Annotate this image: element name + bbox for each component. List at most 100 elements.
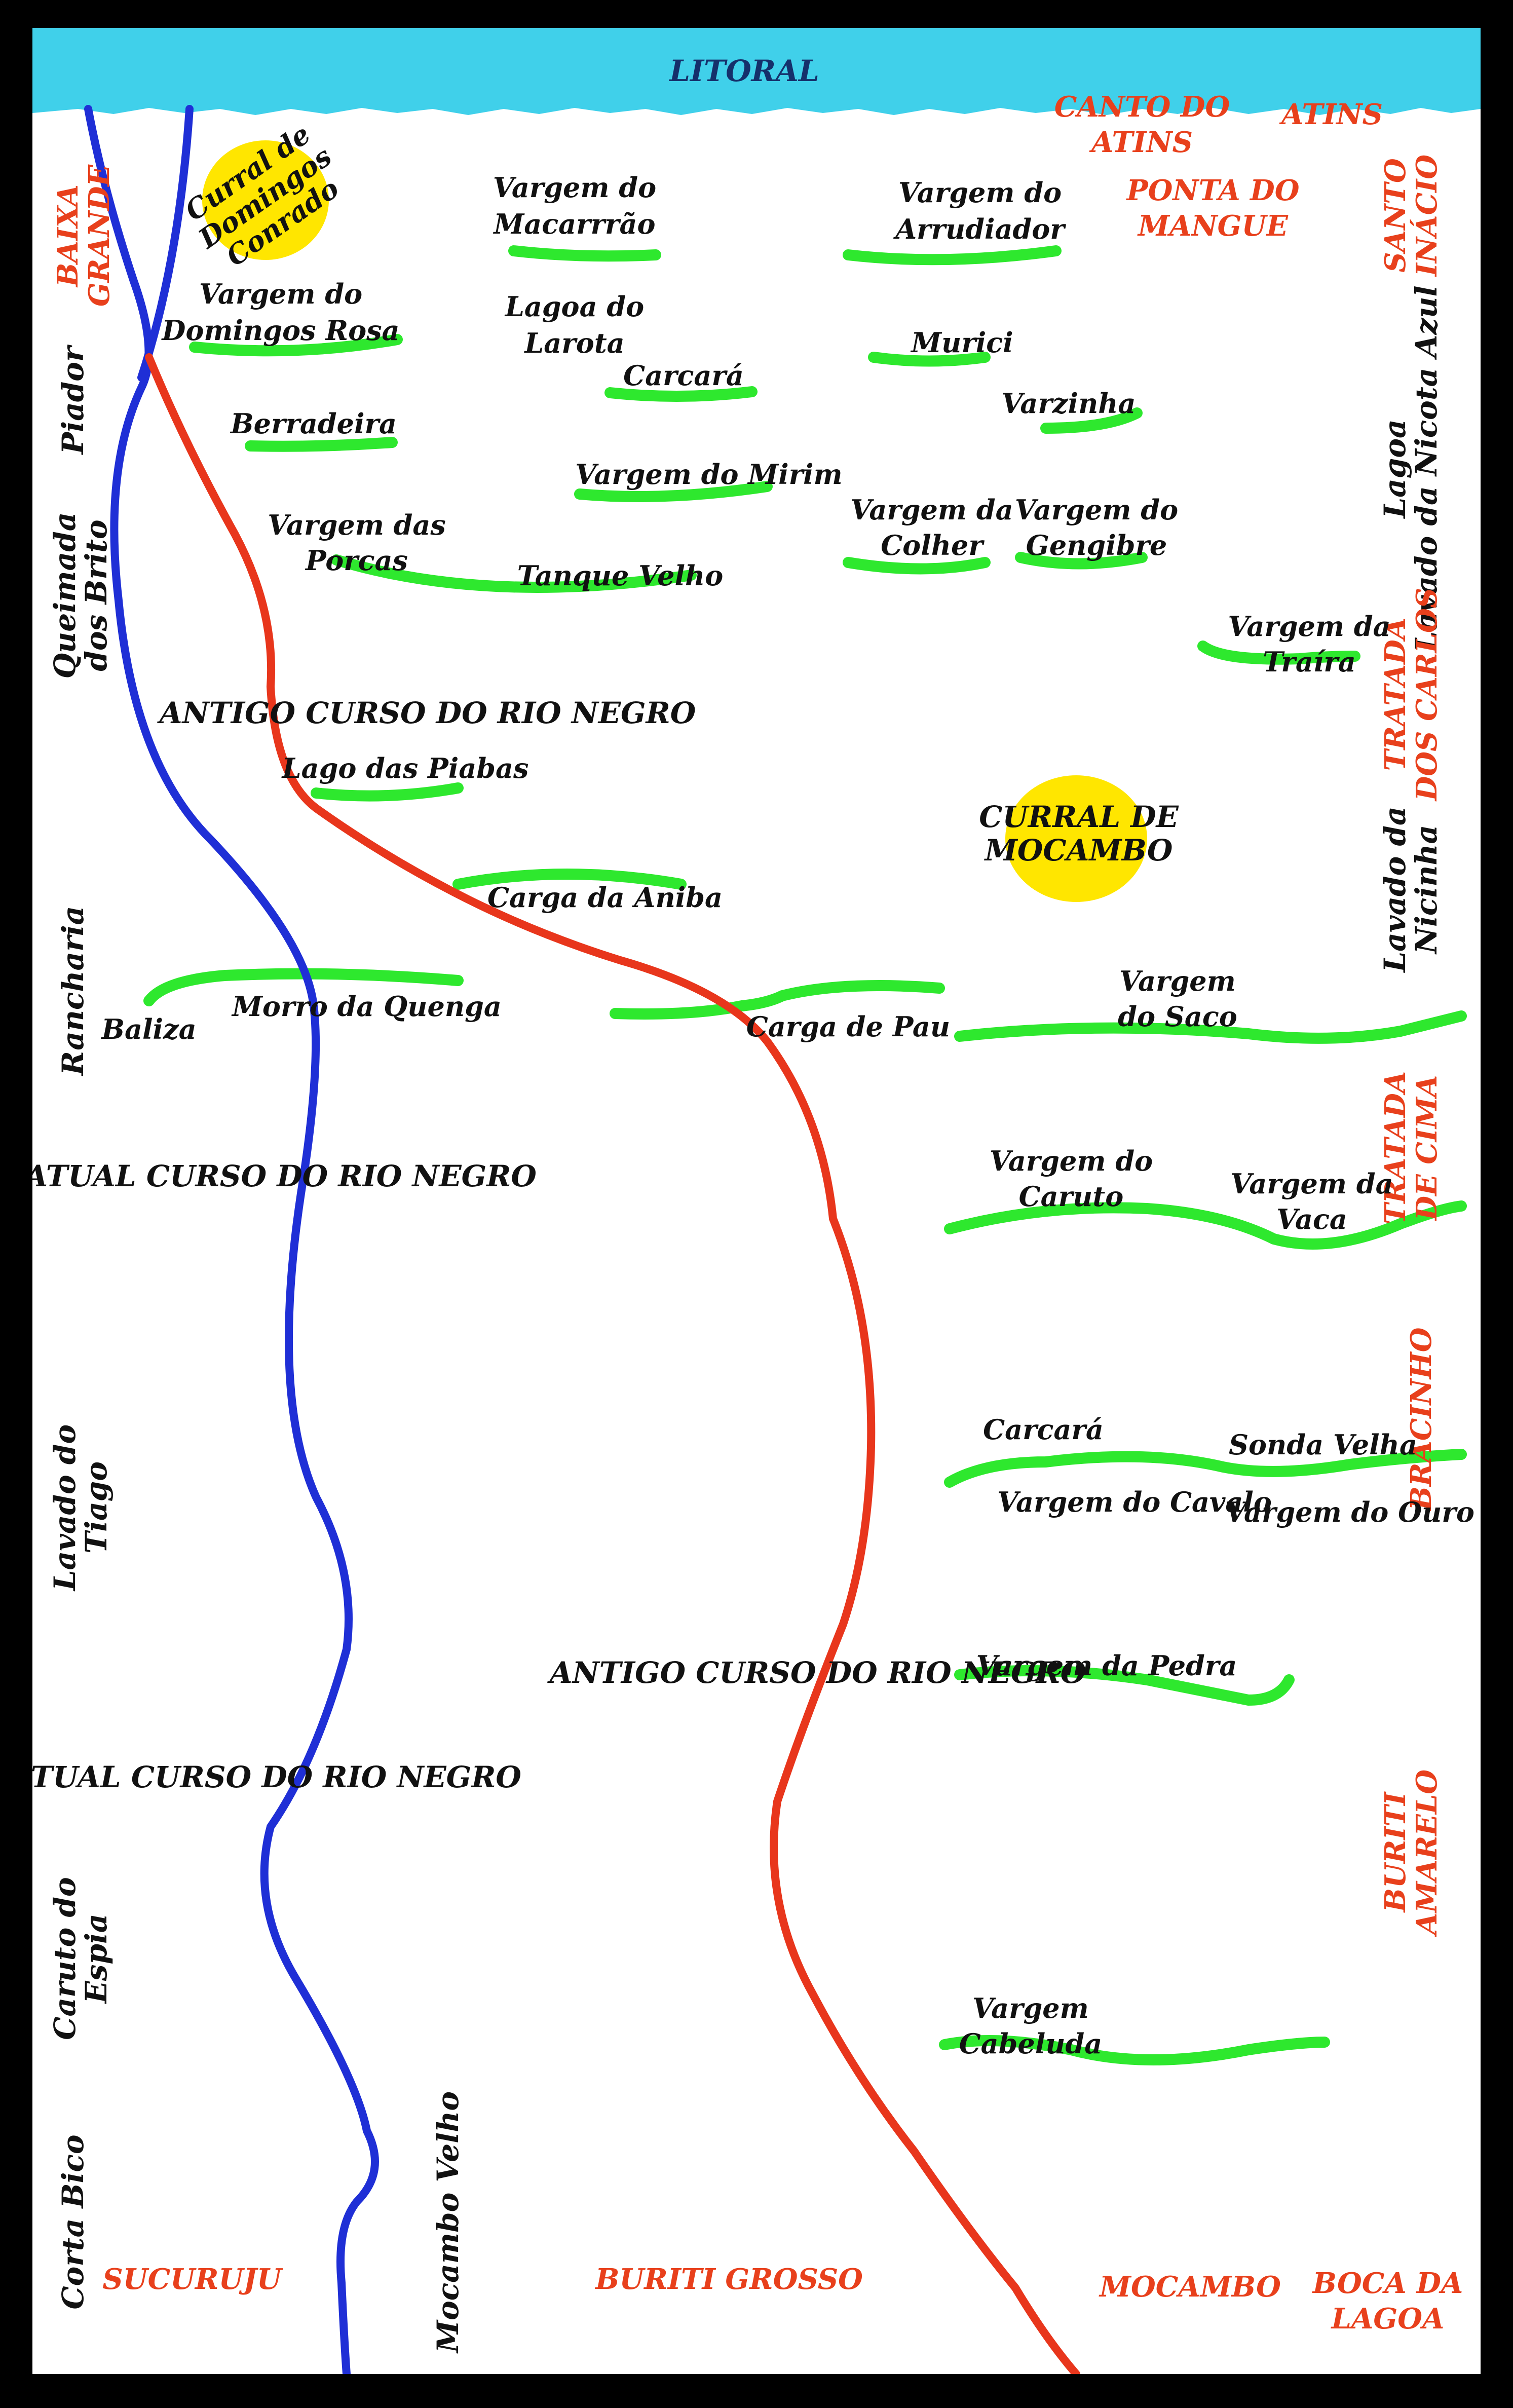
left-edge-label-3: Rancharia xyxy=(56,906,90,1077)
left-edge-label-1-line-0: Piador xyxy=(56,344,90,455)
place-label-25: Vargem do Ouro xyxy=(1225,1496,1474,1528)
top-red-label-2-line-0: PONTA DO xyxy=(1126,174,1300,207)
river-label-3-line-0: ATUAL CURSO DO RIO NEGRO xyxy=(32,1760,521,1794)
right-edge-label-6: BURITIAMARELO xyxy=(1379,1770,1444,1937)
place-label-18: Carga de Pau xyxy=(746,1010,950,1043)
right-edge-label-3-line-1: Nicinha xyxy=(1409,825,1444,955)
place-label-20-line-1: Caruto xyxy=(1019,1180,1124,1213)
right-edge-label-6-line-0: BURITI xyxy=(1379,1791,1412,1913)
bottom-red-label-3-line-1: LAGOA xyxy=(1331,2302,1445,2336)
top-red-label-0-line-1: ATINS xyxy=(1089,126,1193,159)
top-red-label-2-line-1: MANGUE xyxy=(1137,209,1289,243)
bottom-red-label-2-line-0: MOCAMBO xyxy=(1099,2270,1281,2304)
place-label-10-line-1: Gengibre xyxy=(1026,529,1167,561)
left-edge-label-6-line-0: Corta Bico xyxy=(56,2134,90,2309)
place-label-5-line-0: Murici xyxy=(910,326,1013,359)
right-edge-label-1: LagoaLavado da Nicota Azul xyxy=(1378,285,1444,653)
left-edge-label-4-line-0: Lavado do xyxy=(48,1424,82,1592)
place-label-27-line-0: Vargem xyxy=(972,1992,1089,2024)
river-label-1: ATUAL CURSO DO RIO NEGRO xyxy=(32,1159,537,1193)
right-edge-label-0: SANTOINÁCIO xyxy=(1379,155,1444,278)
bottom-red-label-2: MOCAMBO xyxy=(1099,2270,1281,2304)
place-label-8: Vargem do Mirim xyxy=(575,458,842,491)
place-label-7: Berradeira xyxy=(230,407,397,440)
corral-label-1-line-0: CURRAL DE xyxy=(979,800,1179,834)
bottom-dark-label-0-line-0: Mocambo Velho xyxy=(431,2091,465,2354)
left-edge-label-3-line-0: Rancharia xyxy=(56,906,90,1077)
place-label-15: Carga da Aniba xyxy=(487,881,723,914)
bottom-dark-label-0: Mocambo Velho xyxy=(431,2091,465,2354)
top-red-label-1-line-0: ATINS xyxy=(1279,98,1383,131)
place-label-1-line-0: Vargem do xyxy=(898,176,1062,209)
bottom-red-label-3-line-0: BOCA DA xyxy=(1312,2267,1463,2300)
left-edge-label-5: Caruto doEspia xyxy=(48,1877,114,2040)
vargem-line-saco xyxy=(954,1010,1467,1044)
right-edge-label-2: TRATADADOS CARLOS xyxy=(1379,588,1444,802)
place-label-16-line-0: Morro da Quenga xyxy=(231,990,502,1023)
litoral-label: LITORAL xyxy=(668,54,819,88)
place-label-26-line-0: Vargem da Pedra xyxy=(976,1649,1237,1682)
corral-mocambo xyxy=(1005,775,1147,902)
place-label-12-line-0: Tanque Velho xyxy=(517,559,724,592)
vargem-line-carga-pau xyxy=(610,980,945,1020)
place-label-23: Sonda Velha xyxy=(1229,1428,1417,1461)
left-edge-label-4: Lavado doTiago xyxy=(48,1424,114,1592)
vargem-line-carcara-top xyxy=(604,386,758,402)
current-river xyxy=(84,105,379,2374)
place-label-24: Vargem do Cavalo xyxy=(997,1486,1272,1518)
place-label-25-line-0: Vargem do Ouro xyxy=(1225,1496,1474,1528)
left-edge-label-2-line-1: dos Brito xyxy=(79,519,114,671)
place-label-16: Morro da Quenga xyxy=(231,990,502,1023)
map-canvas: LITORAL xyxy=(32,28,1481,2374)
place-label-3-line-0: Lagoa do xyxy=(504,290,644,323)
bottom-red-label-1-line-0: BURITI GROSSO xyxy=(594,2263,863,2296)
corrals xyxy=(202,140,1147,902)
top-red-label-0-line-0: CANTO DO xyxy=(1054,90,1230,124)
vargem-line-piabas xyxy=(311,782,464,802)
place-label-13-line-1: Traíra xyxy=(1263,646,1356,678)
left-edge-label-0-line-0: BAIXA xyxy=(51,184,85,288)
place-label-6-line-0: Varzinha xyxy=(1001,387,1136,420)
right-edge-label-2-line-1: DOS CARLOS xyxy=(1410,588,1444,802)
right-edge-label-1-line-1: Lavado da Nicota Azul xyxy=(1409,285,1444,653)
place-label-27-line-1: Cabeluda xyxy=(959,2027,1103,2060)
vargem-lines xyxy=(143,245,1467,2065)
vargem-line-porcas-tanque xyxy=(331,554,697,593)
top-red-label-1: ATINS xyxy=(1279,98,1383,131)
left-edge-label-4-line-1: Tiago xyxy=(79,1461,114,1554)
place-label-3-line-1: Larota xyxy=(523,327,624,359)
place-label-9-line-1: Colher xyxy=(881,529,985,561)
vargem-line-gengibre xyxy=(1015,552,1148,570)
right-edge-label-4: TRATADADE CIMA xyxy=(1379,1071,1444,1225)
left-edge-label-0: BAIXAGRANDE xyxy=(51,164,116,307)
right-edge-label-6-line-1: AMARELO xyxy=(1410,1770,1444,1937)
vargem-line-quenga xyxy=(143,968,464,1006)
left-edge-label-2: Queimadados Brito xyxy=(48,512,114,679)
river-label-2-line-0: ANTIGO CURSO DO RIO NEGRO xyxy=(547,1656,1086,1690)
place-label-9-line-0: Vargem da xyxy=(850,494,1013,526)
place-label-2-line-1: Domingos Rosa xyxy=(161,314,399,347)
place-label-21-line-1: Vaca xyxy=(1276,1203,1347,1235)
place-label-6: Varzinha xyxy=(1001,387,1136,420)
place-label-15-line-0: Carga da Aniba xyxy=(487,881,723,914)
place-label-3: Lagoa do Larota xyxy=(504,290,644,359)
place-label-8-line-0: Vargem do Mirim xyxy=(575,458,842,491)
old-river xyxy=(145,353,1080,2374)
river-label-0: ANTIGO CURSO DO RIO NEGRO xyxy=(157,696,696,730)
place-label-5: Murici xyxy=(910,326,1013,359)
place-label-13-line-0: Vargem da xyxy=(1228,610,1390,643)
